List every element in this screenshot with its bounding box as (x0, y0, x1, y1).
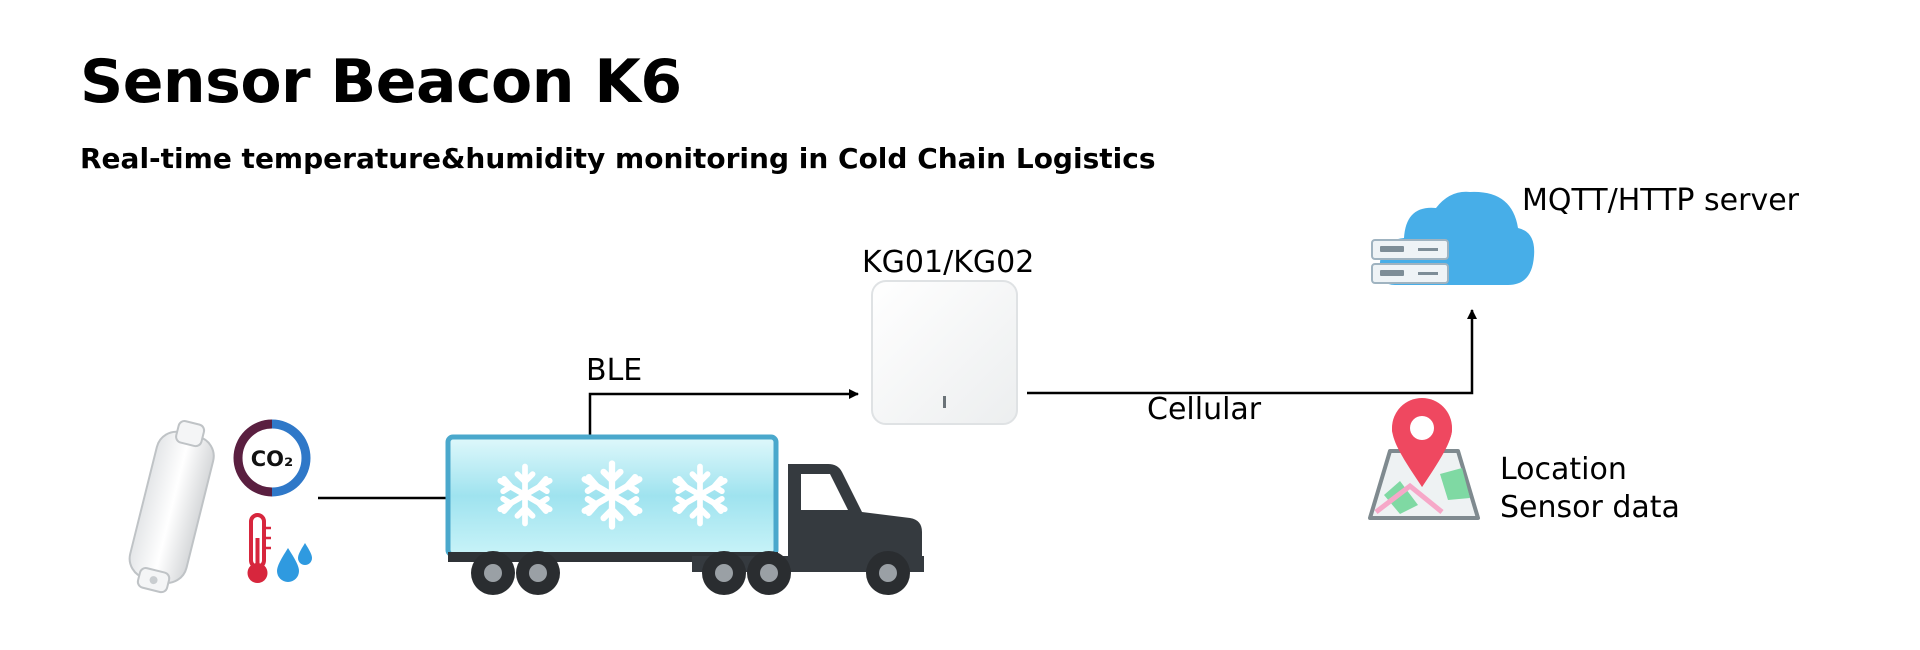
page-subtitle: Real-time temperature&humidity monitorin… (80, 142, 1156, 175)
co2-label: CO₂ (251, 447, 293, 471)
cloud-server-icon (1371, 191, 1535, 285)
co2-icon: CO₂ (233, 419, 311, 497)
truck-wheels (471, 551, 910, 595)
gateway-device-icon (871, 280, 1018, 425)
gateway-label: KG01/KG02 (862, 245, 1035, 280)
thermometer-icon (247, 513, 271, 583)
refrigerated-truck-icon (445, 434, 924, 595)
water-drops-icon (277, 543, 312, 582)
cellular-connection-line (1027, 309, 1477, 395)
cellular-label: Cellular (1147, 392, 1262, 427)
sensor-beacon-icon (128, 420, 215, 594)
sensor-data-label: Sensor data (1500, 490, 1680, 525)
server-label: MQTT/HTTP server (1522, 183, 1800, 218)
map-pin-icon (1368, 398, 1480, 520)
location-label: Location (1500, 452, 1627, 487)
page-title: Sensor Beacon K6 (80, 47, 682, 117)
ble-label: BLE (586, 353, 643, 388)
